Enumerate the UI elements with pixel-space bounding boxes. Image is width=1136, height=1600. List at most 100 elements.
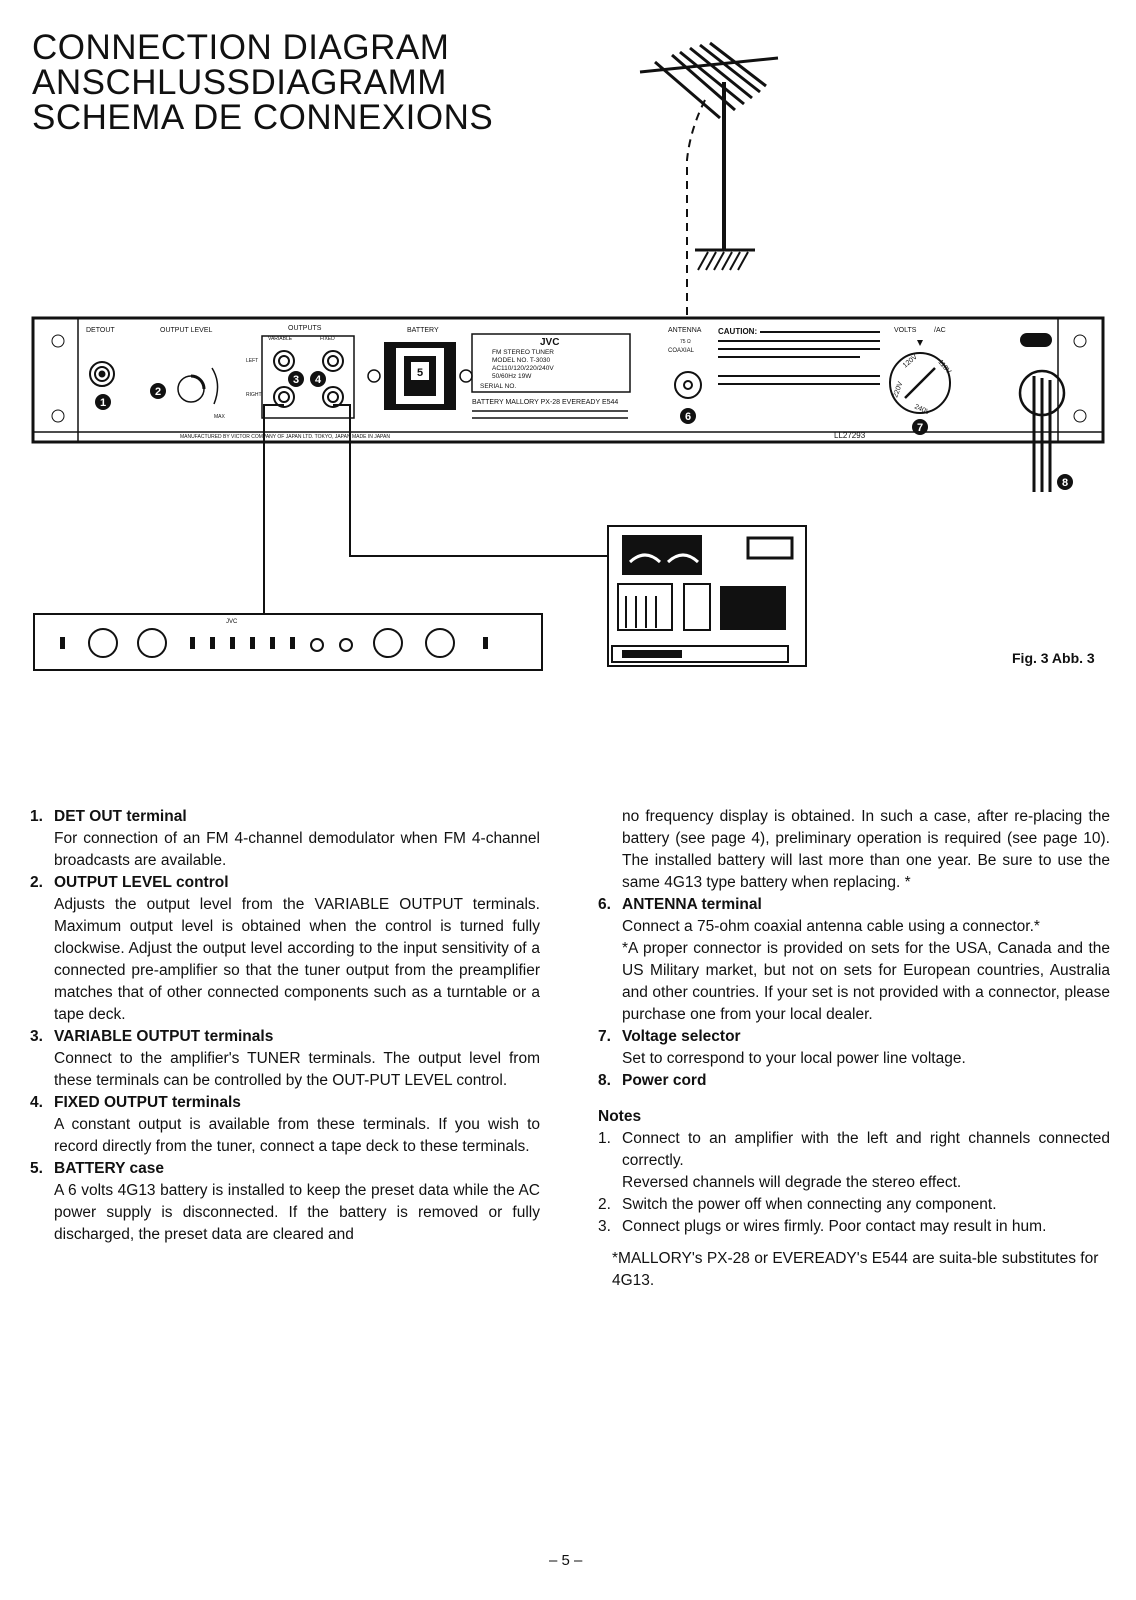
battery-note: BATTERY MALLORY PX-28 EVEREADY E544 [472, 399, 618, 406]
item-body: Connect to the amplifier's TUNER termina… [54, 1050, 540, 1089]
nameplate: JVC FM STEREO TUNER MODEL NO. T-3030 AC1… [471, 333, 631, 419]
callout-3: 3 [288, 371, 304, 387]
note-number: 1. [598, 1130, 611, 1147]
nameplate-line: AC110/120/220/240V [492, 365, 554, 372]
nameplate-line: FM STEREO TUNER [492, 349, 554, 356]
item-number: 8. [598, 1072, 611, 1089]
page-number: – 5 – [549, 1552, 583, 1569]
title-block: CONNECTION DIAGRAM ANSCHLUSSDIAGRAMM SCH… [32, 30, 493, 135]
output-level-knob-icon [177, 367, 219, 405]
voltage-selector-icon: 120V 110V 220V 240V [889, 340, 952, 417]
figure-caption: Fig. 3 Abb. 3 [1012, 650, 1095, 666]
battery-label: BATTERY [407, 327, 439, 334]
note-extra: Reversed channels will degrade the stere… [622, 1174, 962, 1191]
ohm-label: 75 Ω [680, 339, 691, 345]
fuse-icon [1020, 333, 1052, 347]
svg-text:8: 8 [1062, 477, 1068, 489]
note-number: 2. [598, 1196, 611, 1213]
caution-label: CAUTION: [718, 327, 757, 336]
item-title: DET OUT terminal [54, 808, 187, 825]
list-item: 3. VARIABLE OUTPUT terminals Connect to t… [30, 1026, 540, 1092]
svg-text:2: 2 [155, 386, 161, 398]
note-text: Connect to an amplifier with the left an… [622, 1130, 1110, 1169]
nameplate-line: 50/60Hz 19W [492, 373, 532, 380]
list-item: 6. ANTENNA terminal Connect a 75-ohm coax… [598, 894, 1110, 1026]
max-label: MAX [214, 414, 226, 420]
continuation-text: no frequency display is obtained. In suc… [622, 808, 1110, 891]
rack-screw-icon [51, 334, 1087, 423]
list-item: 1.DET OUT terminal For connection of an … [30, 806, 540, 872]
svg-text:5: 5 [417, 367, 423, 379]
item-title: Voltage selector [622, 1028, 741, 1045]
connection-cables [263, 404, 610, 622]
svg-text:1: 1 [100, 397, 106, 409]
note-number: 3. [598, 1218, 611, 1235]
battery-case-icon [367, 342, 473, 410]
item-number: 3. [30, 1028, 43, 1045]
footnote: *MALLORY's PX-28 or EVEREADY's E544 are … [612, 1250, 1099, 1289]
svg-text:7: 7 [917, 422, 923, 434]
panel-code: LL27293 [834, 431, 866, 440]
fixed-label: FIXED [320, 336, 335, 342]
item-body: A 6 volts 4G13 battery is installed to k… [54, 1182, 540, 1243]
note-text: Switch the power off when connecting any… [622, 1196, 997, 1213]
outputs-label: OUTPUTS [288, 325, 322, 332]
item-body: Set to correspond to your local power li… [622, 1050, 966, 1067]
title-english: CONNECTION DIAGRAM [32, 28, 450, 67]
callout-6: 6 [680, 408, 696, 424]
antenna-illustration [639, 41, 779, 360]
item-title: FIXED OUTPUT terminals [54, 1094, 241, 1111]
callout-1: 1 [95, 394, 111, 410]
callout-4: 4 [310, 371, 326, 387]
item-body: Adjusts the output level from the VARIAB… [54, 896, 540, 1023]
list-item: 4.FIXED OUTPUT terminals A constant outp… [30, 1092, 540, 1158]
title-german: ANSCHLUSSDIAGRAMM [32, 63, 447, 102]
item-number: 6. [598, 896, 611, 913]
callout-8: 8 [1057, 474, 1073, 490]
list-item: 7. Voltage selector Set to correspond to … [598, 1026, 1110, 1070]
item-title: Power cord [622, 1072, 707, 1089]
nameplate-line: SERIAL NO. [480, 383, 516, 390]
coaxial-terminal-icon [674, 371, 702, 399]
amplifier-illustration: JVC [33, 613, 543, 671]
coaxial-label: COAXIAL [668, 348, 695, 354]
item-title: OUTPUT LEVEL control [54, 874, 229, 891]
item-number: 1. [30, 808, 43, 825]
item-note: *A proper connector is provided on sets … [622, 940, 1110, 1023]
note-text: Connect plugs or wires firmly. Poor cont… [622, 1218, 1047, 1235]
item-number: 7. [598, 1028, 611, 1045]
detout-jack-icon [89, 361, 115, 387]
list-item: 5.BATTERY case A 6 volts 4G13 battery is… [30, 1158, 540, 1246]
left-column: 1.DET OUT terminal For connection of an … [30, 806, 540, 1246]
svg-text:6: 6 [685, 411, 691, 423]
right-label: RIGHT [246, 392, 262, 398]
callout-7: 7 [912, 419, 928, 435]
note-item: 1. Connect to an amplifier with the left… [598, 1128, 1110, 1194]
item-number: 5. [30, 1160, 43, 1177]
callout-2: 2 [150, 383, 166, 399]
title-french: SCHEMA DE CONNEXIONS [32, 98, 494, 137]
tuner-rear-panel: DETOUT OUTPUT LEVEL OUTPUTS VARIABLE FIX… [31, 316, 1105, 444]
detout-label: DETOUT [86, 327, 115, 334]
antenna-label: ANTENNA [668, 327, 702, 334]
item-title: ANTENNA terminal [622, 896, 762, 913]
item-number: 2. [30, 874, 43, 891]
rca-jack-icon [273, 350, 344, 408]
note-item: 3. Connect plugs or wires firmly. Poor c… [598, 1216, 1110, 1238]
item-body: A constant output is available from thes… [54, 1116, 540, 1155]
ac-label: /AC [934, 327, 946, 334]
svg-text:4: 4 [315, 374, 322, 386]
connection-diagram: DETOUT OUTPUT LEVEL OUTPUTS VARIABLE FIX… [31, 41, 1105, 671]
item-title: VARIABLE OUTPUT terminals [54, 1028, 274, 1045]
volts-label: VOLTS [894, 327, 917, 334]
output-level-label: OUTPUT LEVEL [160, 327, 212, 334]
item-body: Connect a 75-ohm coaxial antenna cable u… [622, 918, 1040, 935]
callout-5: 5 [411, 362, 429, 380]
list-item: 8. Power cord [598, 1070, 1110, 1092]
amplifier-brand: JVC [226, 619, 238, 625]
variable-label: VARIABLE [268, 336, 293, 342]
nameplate-brand: JVC [540, 337, 559, 348]
power-cord-illustration [1032, 376, 1052, 492]
list-item: 2. OUTPUT LEVEL control Adjusts the outpu… [30, 872, 540, 1026]
svg-text:3: 3 [293, 374, 299, 386]
